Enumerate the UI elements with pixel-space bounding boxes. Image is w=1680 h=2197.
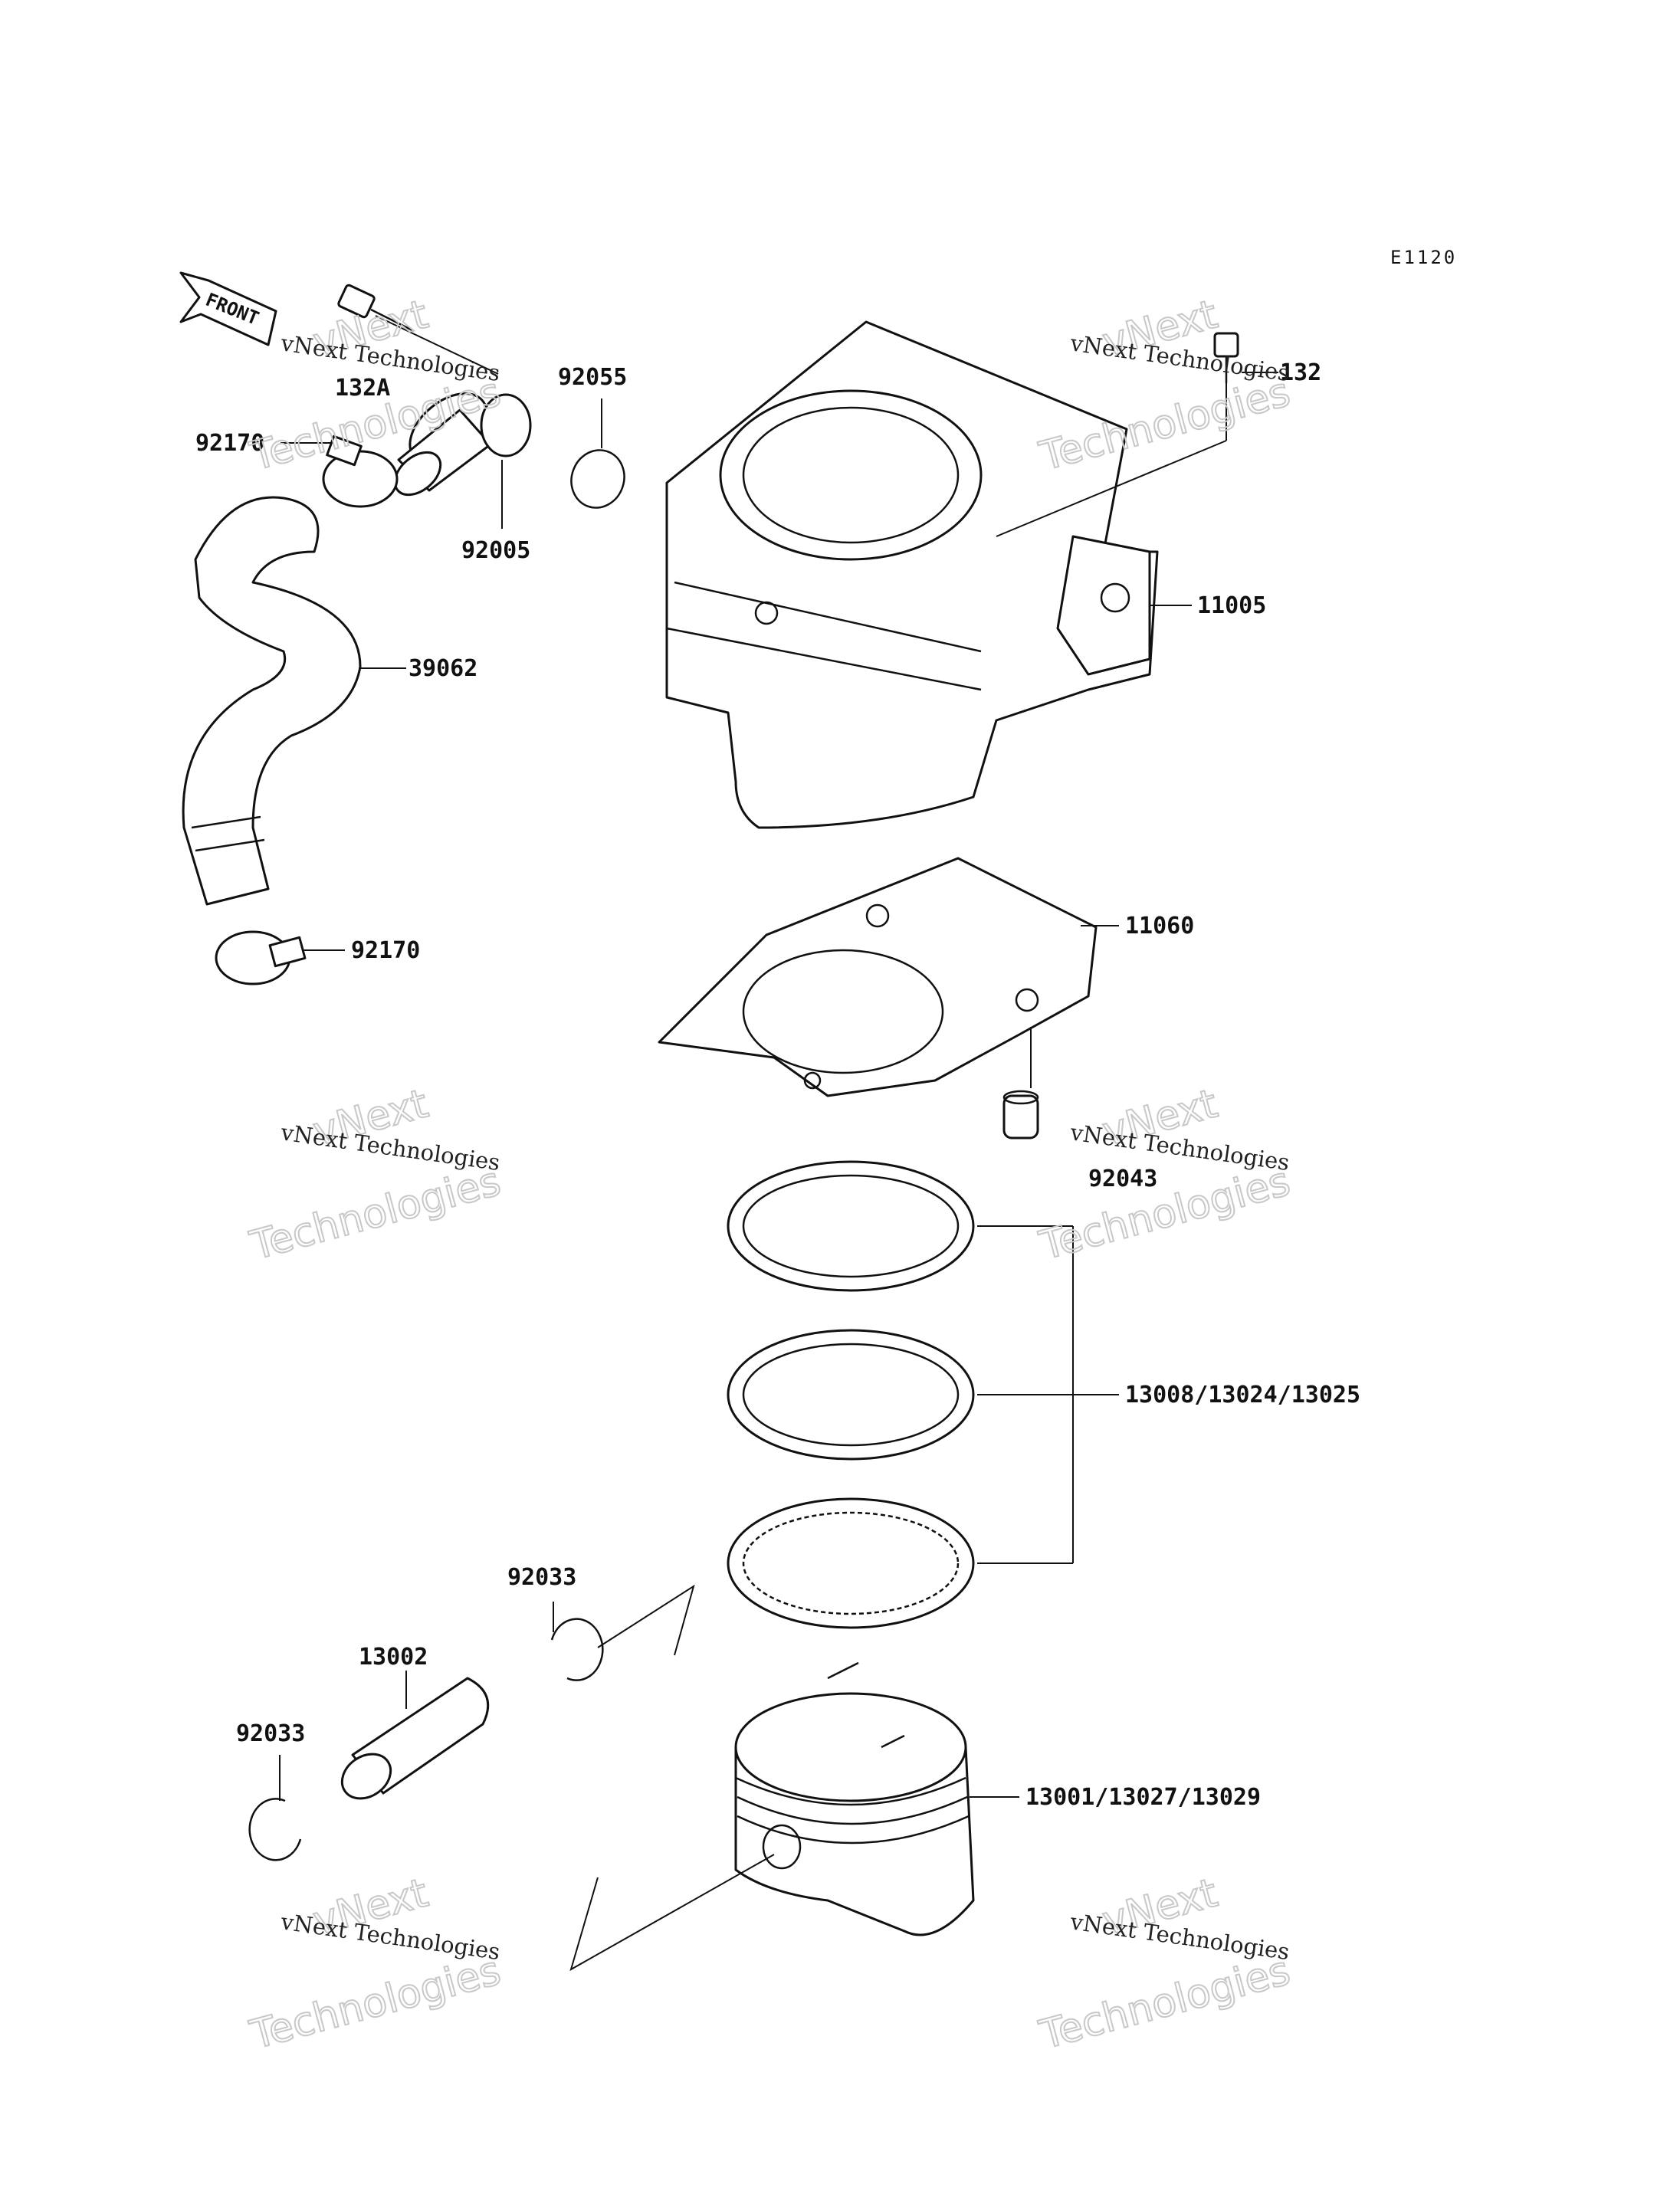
coolant-hose bbox=[182, 496, 406, 906]
svg-text:Technologies: Technologies bbox=[1035, 1948, 1294, 2059]
cylinder-block bbox=[665, 320, 1227, 829]
label-92005: 92005 bbox=[461, 537, 530, 564]
label-92055: 92055 bbox=[558, 364, 627, 391]
piston bbox=[569, 1661, 1019, 1972]
diagram-code: E1120 bbox=[1390, 247, 1457, 268]
circlip-lower bbox=[248, 1755, 302, 1861]
svg-text:Technologies: Technologies bbox=[1035, 1159, 1294, 1270]
svg-text:Technologies: Technologies bbox=[1035, 369, 1294, 480]
bolt-132 bbox=[1213, 332, 1278, 383]
label-92043: 92043 bbox=[1088, 1166, 1157, 1192]
label-rings: 13008/13024/13025 bbox=[1125, 1382, 1360, 1408]
o-ring bbox=[570, 398, 625, 509]
label-11005: 11005 bbox=[1197, 592, 1266, 619]
label-92170-top: 92170 bbox=[195, 430, 264, 457]
label-11060: 11060 bbox=[1125, 913, 1194, 939]
bolt-132a bbox=[337, 284, 499, 375]
label-39062: 39062 bbox=[409, 655, 477, 682]
label-92033-lower: 92033 bbox=[236, 1720, 305, 1747]
piston-pin bbox=[340, 1671, 490, 1800]
circlip-upper bbox=[550, 1584, 695, 1681]
front-arrow-icon: FRONT bbox=[179, 271, 277, 346]
label-92033-upper: 92033 bbox=[507, 1564, 576, 1591]
label-92170-bottom: 92170 bbox=[351, 937, 420, 964]
cylinder-base-gasket bbox=[658, 857, 1119, 1097]
piston-rings bbox=[727, 1160, 1119, 1629]
label-132: 132 bbox=[1280, 359, 1321, 386]
hose-clamp-top bbox=[281, 434, 399, 508]
water-fitting bbox=[393, 392, 532, 529]
svg-text:Technologies: Technologies bbox=[245, 1948, 505, 2059]
dowel-pin bbox=[1002, 1090, 1039, 1139]
label-132a: 132A bbox=[335, 375, 390, 402]
hose-clamp-bottom bbox=[215, 930, 345, 985]
svg-text:Technologies: Technologies bbox=[245, 1159, 505, 1270]
label-piston: 13001/13027/13029 bbox=[1025, 1784, 1261, 1811]
label-13002: 13002 bbox=[359, 1644, 428, 1671]
